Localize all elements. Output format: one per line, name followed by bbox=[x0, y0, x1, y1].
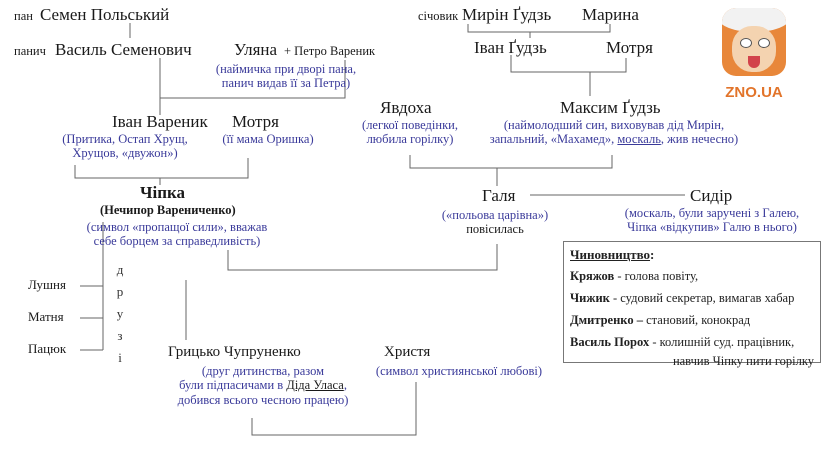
yavdokha-node: Явдоха bbox=[380, 98, 432, 117]
vasyl-title: панич bbox=[14, 44, 46, 58]
zno-logo: ZNO.UA bbox=[718, 8, 790, 112]
patsyuk-node: Пацюк bbox=[28, 341, 67, 356]
friends-label: д р у з і bbox=[116, 262, 124, 365]
motrya-node-2: Мотря bbox=[606, 38, 653, 57]
hrytsko-node: Грицько Чупруненко bbox=[168, 344, 301, 360]
halya-note: («польова царівна») повісилась bbox=[441, 208, 549, 237]
officials-heading: Чиновництво: bbox=[570, 247, 655, 262]
line-myrin-maryna bbox=[467, 24, 611, 33]
matnya-node: Матня bbox=[28, 309, 64, 324]
petro-node: + Петро Вареник bbox=[284, 44, 376, 58]
khrystya-node: Христя bbox=[384, 344, 431, 360]
officials-box: Чиновництво: Кряжов - голова повіту, Чиж… bbox=[563, 241, 821, 368]
official-row: Дмитренко – становий, конокрад bbox=[570, 313, 751, 327]
chipka-node: Чіпка bbox=[140, 183, 186, 202]
semen-node: Семен Польський bbox=[40, 5, 170, 24]
ivan-varenyk-note: (Притика, Остап Хрущ, Хрущов, «двужон») bbox=[62, 132, 188, 161]
chipka-full-name: (Нечипор Варениченко) bbox=[100, 203, 236, 217]
yavdokha-note: (легкої поведінки, любила горілку) bbox=[362, 118, 458, 147]
vasyl-node: Василь Семенович bbox=[55, 40, 192, 59]
maksym-node: Максим Ґудзь bbox=[560, 98, 661, 117]
line-ivan-motrya bbox=[74, 158, 249, 179]
official-row: Кряжов - голова повіту, bbox=[570, 269, 699, 283]
ivan-varenyk-node: Іван Вареник bbox=[112, 112, 208, 131]
ulyana-node: Уляна bbox=[234, 40, 278, 59]
line-chipka-halya bbox=[227, 244, 498, 271]
semen-title: пан bbox=[14, 9, 33, 23]
myrin-title: січовик bbox=[418, 9, 459, 23]
maksym-note: (наймолодший син, виховував дід Мирін, з… bbox=[489, 118, 739, 147]
line-ivan-gudz-motrya bbox=[510, 55, 627, 73]
chipka-note: (символ «пропащої сили», вважав себе бор… bbox=[86, 220, 268, 249]
ulyana-note: (наймичка при дворі пана, панич видав її… bbox=[215, 62, 357, 91]
halya-node: Галя bbox=[482, 186, 516, 205]
line-yavdokha-maksym bbox=[409, 155, 613, 169]
sydir-node: Сидір bbox=[690, 186, 733, 205]
line-vasyl-ulyana-child bbox=[159, 58, 346, 99]
einstein-tongue-icon bbox=[722, 8, 786, 76]
motrya-node-1: Мотря bbox=[232, 112, 279, 131]
khrystya-note: (символ християнської любові) bbox=[375, 364, 543, 378]
ivan-gudz-node: Іван Ґудзь bbox=[474, 38, 547, 57]
official-row: Чижик - судовий секретар, вимагав хабар bbox=[570, 291, 795, 305]
maryna-node: Марина bbox=[582, 5, 639, 24]
official-row: Василь Порох - колишній суд. працівник, bbox=[570, 335, 795, 349]
lushnya-node: Лушня bbox=[28, 277, 66, 292]
sydir-note: (москаль, були заручені з Галею, Чіпка «… bbox=[624, 206, 800, 235]
myrin-node: Мирін Ґудзь bbox=[462, 5, 552, 24]
logo-label: ZNO.UA bbox=[725, 84, 783, 101]
hrytsko-note: (друг дитинства, разом були підпасичами … bbox=[177, 364, 349, 407]
line-hrytsko-khrystya bbox=[251, 382, 417, 436]
official-row-continued: навчив Чіпку пити горілку bbox=[672, 354, 814, 368]
motrya-note-1: (її мама Оришка) bbox=[222, 132, 314, 146]
